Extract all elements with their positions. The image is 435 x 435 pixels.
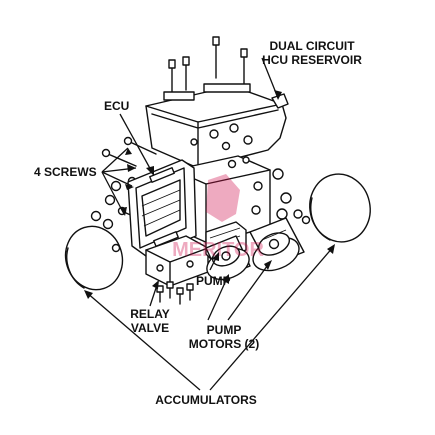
label-pump-motors-line1: PUMP (207, 323, 242, 337)
label-accumulators: ACCUMULATORS (155, 393, 257, 407)
labels: DUAL CIRCUIT HCU RESERVOIR ECU 4 SCREWS … (34, 39, 362, 407)
fittings-right (272, 168, 303, 220)
label-relay-line2: VALVE (131, 321, 169, 335)
label-pump: PUMP (196, 274, 231, 288)
label-screws: 4 SCREWS (34, 165, 97, 179)
relay-bolts (156, 281, 194, 305)
label-relay-line1: RELAY (130, 307, 170, 321)
reservoir (145, 83, 289, 169)
meritor-watermark: MERITOR (172, 174, 264, 261)
pump-motor-left (205, 235, 251, 281)
label-ecu: ECU (104, 99, 129, 113)
leader-lines (85, 57, 335, 391)
label-reservoir-line2: HCU RESERVOIR (262, 53, 362, 67)
label-pump-motors-line2: MOTORS (2) (189, 337, 259, 351)
label-reservoir-line1: DUAL CIRCUIT (269, 39, 355, 53)
watermark-text: MERITOR (172, 239, 264, 261)
pump-motor-right (249, 217, 305, 272)
accumulator-right (301, 173, 371, 243)
accumulator-left (64, 225, 124, 291)
reservoir-studs (168, 36, 248, 93)
arrowheads (84, 90, 335, 299)
ecu (127, 159, 197, 257)
